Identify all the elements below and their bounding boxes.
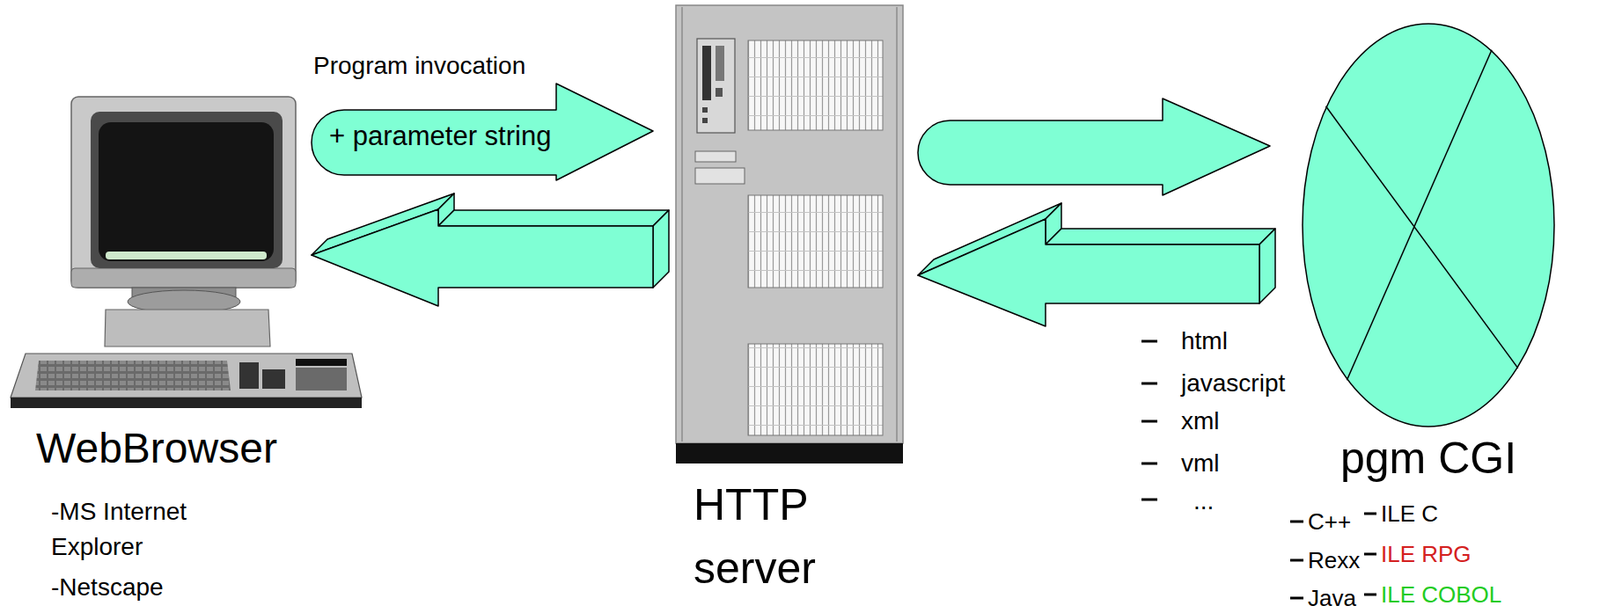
language-item: Rexx <box>1307 547 1360 574</box>
text-slot: ILE RPG <box>1380 541 1472 568</box>
block-arrow <box>917 203 1276 327</box>
arrow-text: + parameter string <box>329 120 551 153</box>
text-slot: WebBrowser <box>36 424 353 474</box>
format-item: ... <box>1193 487 1214 516</box>
node-title: WebBrowser <box>36 424 353 474</box>
node-title: HTTP server <box>693 473 870 601</box>
language-item: ILE C <box>1380 500 1439 528</box>
text-slot: xml <box>1181 407 1220 436</box>
server-illustration <box>675 5 903 464</box>
format-item: html <box>1181 327 1228 356</box>
language-item: ILE RPG <box>1380 541 1472 568</box>
text-slot: C++ <box>1307 508 1351 536</box>
program-ellipse: pgm CGI <box>1300 22 1558 489</box>
language-item: C++ <box>1307 508 1351 536</box>
text-slot: + parameter string <box>329 120 551 153</box>
block-arrow <box>917 98 1270 196</box>
format-item: xml <box>1181 407 1220 436</box>
edge-label: Program invocation <box>313 51 526 81</box>
text-slot: Java <box>1307 585 1357 612</box>
format-item: javascript <box>1181 369 1285 398</box>
node-title: pgm CGI <box>1300 433 1556 484</box>
text-slot: ILE COBOL <box>1380 581 1502 609</box>
server-node: HTTP server <box>675 5 903 604</box>
computer-node: WebBrowser -MS Internet Explorer -Netscape <box>10 96 363 608</box>
format-item: vml <box>1181 449 1220 478</box>
text-slot: ILE C <box>1380 500 1439 528</box>
text-slot: Rexx <box>1307 547 1360 574</box>
block-arrow <box>311 193 669 307</box>
text-slot: html <box>1181 327 1228 356</box>
text-slot: vml <box>1181 449 1220 478</box>
text-slot: -Netscape <box>51 570 316 606</box>
browser-item: -MS Internet Explorer <box>51 494 245 566</box>
text-slot: HTTP server <box>693 473 870 601</box>
ellipse-outline <box>1300 22 1556 429</box>
computer-illustration <box>10 96 362 409</box>
text-slot: -MS Internet Explorer <box>51 494 245 566</box>
text-slot: ... <box>1193 487 1214 516</box>
language-item: Java <box>1307 585 1357 612</box>
language-item: ILE COBOL <box>1380 581 1502 609</box>
text-slot: Program invocation <box>313 51 526 81</box>
browser-item: -Netscape <box>51 570 316 606</box>
block-arrow <box>311 83 654 181</box>
text-slot: pgm CGI <box>1300 433 1556 484</box>
text-slot: javascript <box>1181 369 1285 398</box>
